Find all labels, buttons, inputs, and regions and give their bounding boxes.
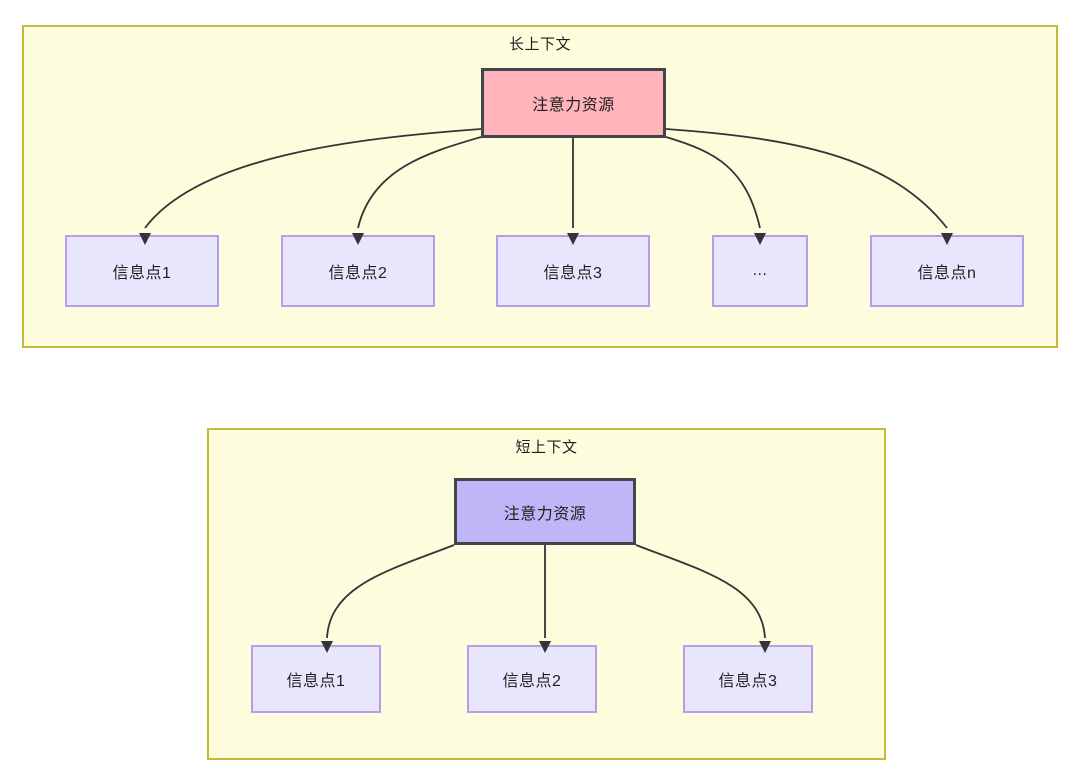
node-info-point-2-short[interactable]: 信息点2 — [467, 645, 597, 713]
group-short-context-title: 短上下文 — [515, 439, 578, 456]
node-label: 注意力资源 — [532, 97, 615, 114]
node-label: 信息点1 — [112, 265, 172, 282]
node-info-point-n-long[interactable]: 信息点n — [870, 235, 1024, 307]
node-info-point-1-long[interactable]: 信息点1 — [65, 235, 219, 307]
node-label: 信息点n — [917, 265, 977, 282]
node-info-point-3-long[interactable]: 信息点3 — [496, 235, 650, 307]
node-label: 注意力资源 — [503, 505, 587, 523]
node-label: 信息点2 — [328, 265, 388, 282]
node-label: ... — [752, 262, 768, 279]
node-info-point-1-short[interactable]: 信息点1 — [251, 645, 381, 713]
node-attention-resource-long[interactable]: 注意力资源 — [481, 68, 666, 138]
node-label: 信息点3 — [718, 673, 778, 690]
node-info-point-3-short[interactable]: 信息点3 — [683, 645, 813, 713]
node-info-point-2-long[interactable]: 信息点2 — [281, 235, 435, 307]
node-label: 信息点2 — [502, 673, 562, 690]
node-info-point-ellipsis-long[interactable]: ... — [712, 235, 808, 307]
node-label: 信息点3 — [543, 265, 603, 282]
node-label: 信息点1 — [286, 673, 346, 690]
node-attention-resource-short[interactable]: 注意力资源 — [454, 478, 636, 545]
group-long-context-title: 长上下文 — [508, 36, 571, 53]
